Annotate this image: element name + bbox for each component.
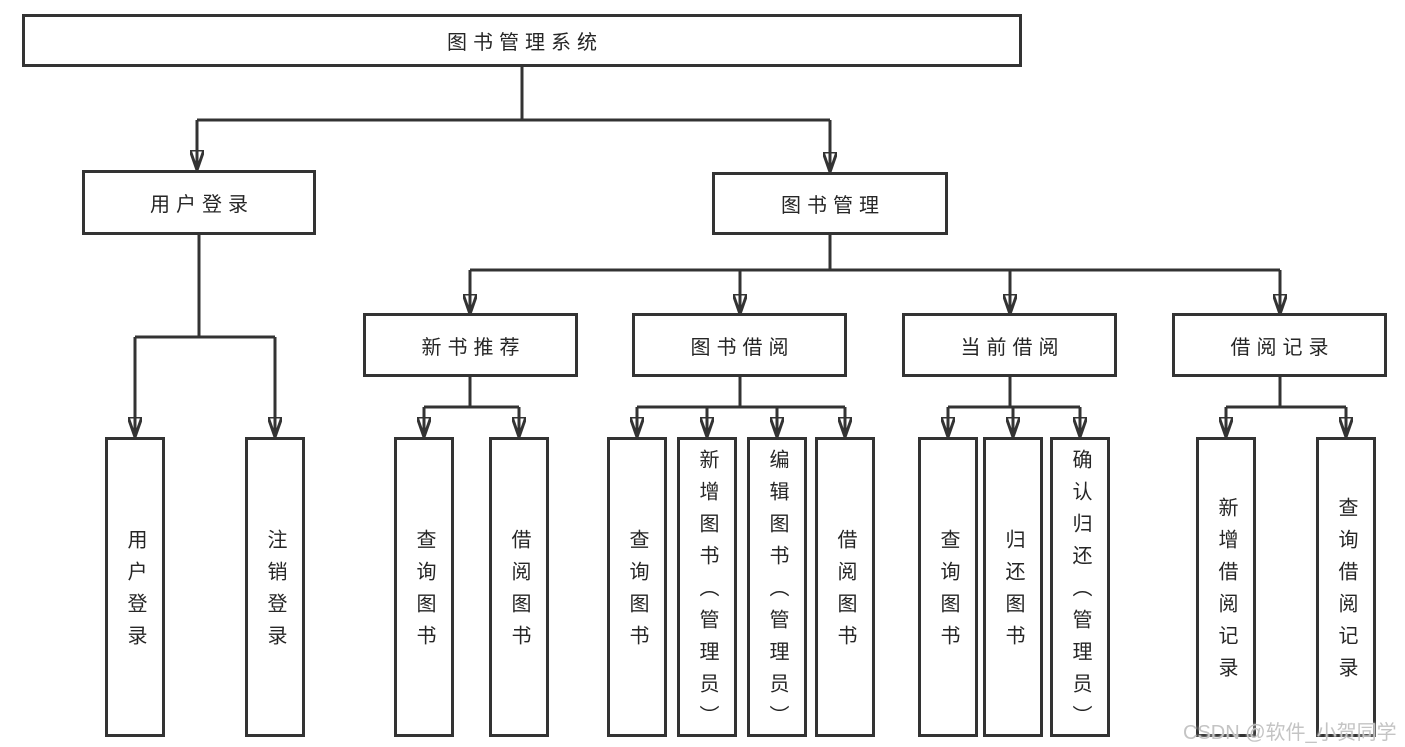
node-book-management-label: 图书管理: [781, 195, 885, 217]
csdn-watermark: CSDN @软件_小贺同学: [1183, 722, 1397, 744]
node-book-borrow: 图书借阅: [632, 313, 847, 377]
leaf-query-book-3-label: 查询图书: [937, 529, 959, 657]
node-user-login: 用户登录: [82, 170, 316, 235]
node-new-book-recommend: 新书推荐: [363, 313, 578, 377]
node-current-borrow-label: 当前借阅: [960, 336, 1065, 359]
node-borrow-records: 借阅记录: [1172, 313, 1387, 377]
leaf-query-book-2-label: 查询图书: [626, 529, 648, 657]
leaf-add-book-admin: 新增图书（管理员）: [677, 437, 737, 737]
leaf-add-borrow-record-label: 新增借阅记录: [1215, 497, 1237, 689]
leaf-query-book-1: 查询图书: [394, 437, 454, 737]
leaf-query-book-1-label: 查询图书: [413, 529, 435, 657]
leaf-query-borrow-record: 查询借阅记录: [1316, 437, 1376, 737]
leaf-add-borrow-record: 新增借阅记录: [1196, 437, 1256, 737]
leaf-add-book-admin-label: 新增图书（管理员）: [696, 449, 718, 737]
leaf-logout: 注销登录: [245, 437, 305, 737]
leaf-confirm-return-admin: 确认归还（管理员）: [1050, 437, 1110, 737]
leaf-borrow-book-2-label: 借阅图书: [834, 529, 856, 657]
leaf-query-borrow-record-label: 查询借阅记录: [1335, 497, 1357, 689]
leaf-user-login: 用户登录: [105, 437, 165, 737]
node-new-book-recommend-label: 新书推荐: [421, 336, 526, 359]
node-book-borrow-label: 图书借阅: [690, 336, 795, 359]
node-root-label: 图书管理系统: [447, 32, 603, 54]
leaf-return-book: 归还图书: [983, 437, 1043, 737]
leaf-edit-book-admin-label: 编辑图书（管理员）: [766, 449, 788, 737]
leaf-user-login-label: 用户登录: [124, 529, 146, 657]
leaf-confirm-return-admin-label: 确认归还（管理员）: [1069, 449, 1091, 737]
leaf-borrow-book-1-label: 借阅图书: [508, 529, 530, 657]
leaf-borrow-book-2: 借阅图书: [815, 437, 875, 737]
leaf-logout-label: 注销登录: [264, 529, 286, 657]
node-book-management: 图书管理: [712, 172, 948, 235]
node-user-login-label: 用户登录: [150, 194, 254, 216]
leaf-query-book-2: 查询图书: [607, 437, 667, 737]
leaf-borrow-book-1: 借阅图书: [489, 437, 549, 737]
node-root: 图书管理系统: [22, 14, 1022, 67]
leaf-edit-book-admin: 编辑图书（管理员）: [747, 437, 807, 737]
node-borrow-records-label: 借阅记录: [1230, 336, 1335, 359]
leaf-query-book-3: 查询图书: [918, 437, 978, 737]
leaf-return-book-label: 归还图书: [1002, 529, 1024, 657]
node-current-borrow: 当前借阅: [902, 313, 1117, 377]
